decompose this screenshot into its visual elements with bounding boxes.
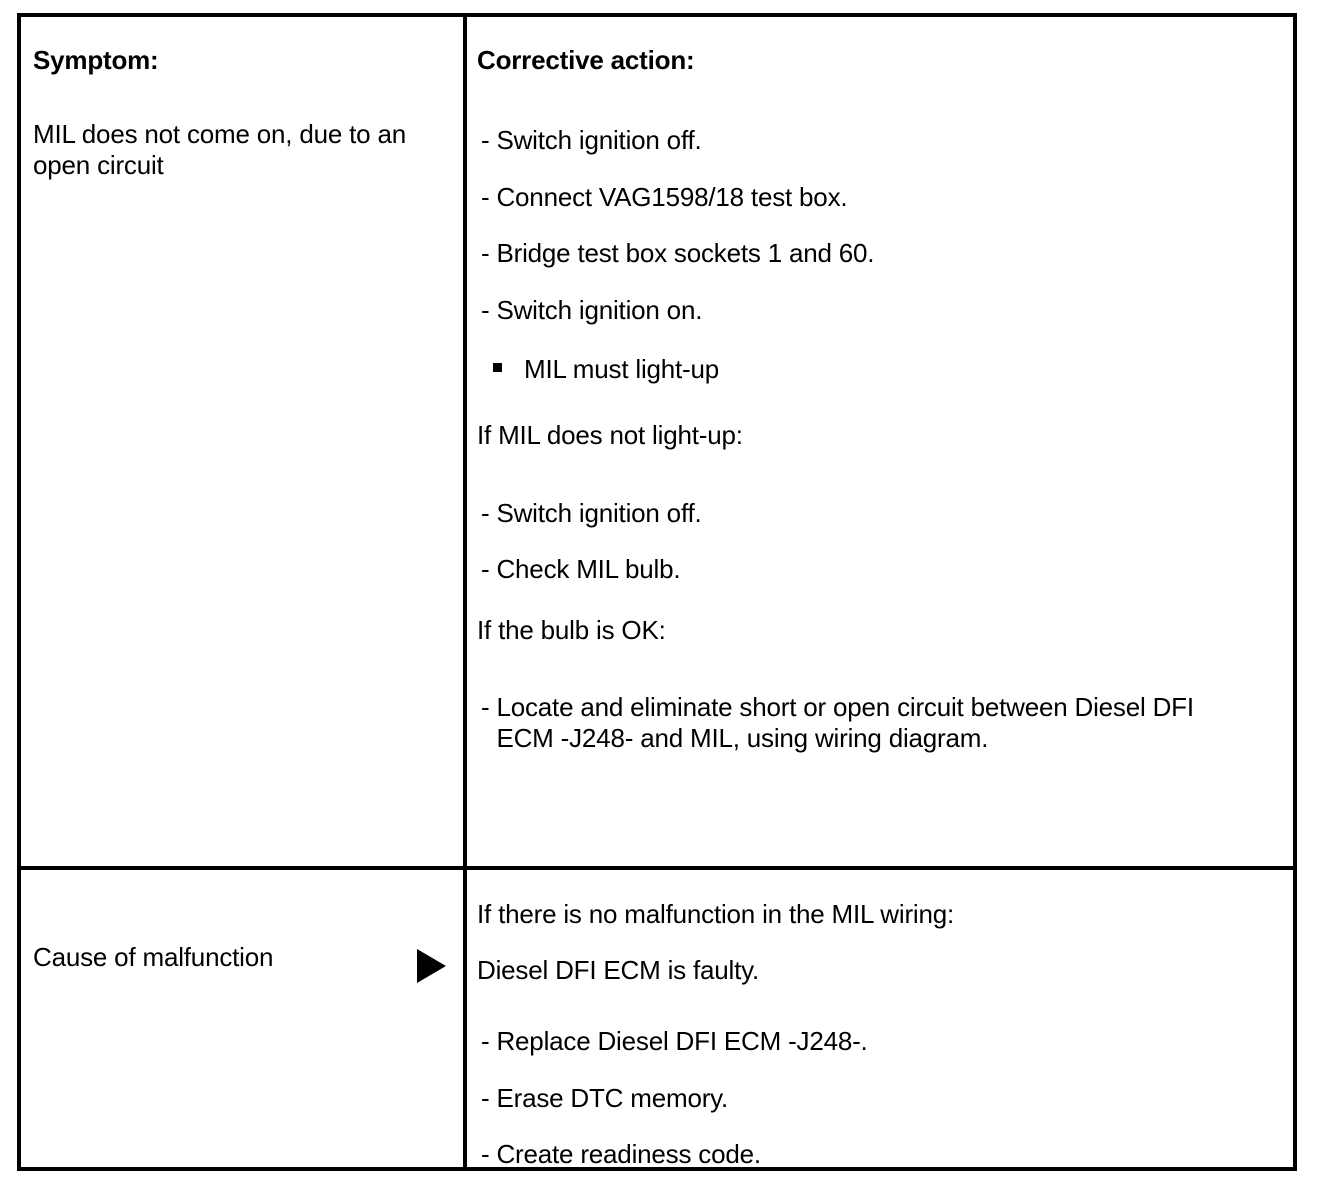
action-step-text: Connect VAG1598/18 test box. [496,182,848,212]
dash-marker: - [481,1083,490,1113]
diagnostic-table: Symptom: MIL does not come on, due to an… [17,13,1297,1171]
cause-of-malfunction-label: Cause of malfunction [33,942,274,972]
action-condition-line: If MIL does not light-up: [477,420,743,451]
action-condition-text: If the bulb is OK: [477,615,666,645]
action-bullet-item: MIL must light-up [493,354,719,385]
remedy-condition-text: If there is no malfunction in the MIL wi… [477,899,955,929]
dash-marker: - [481,295,490,325]
dash-marker: - [481,1139,490,1169]
action-step-text: Switch ignition off. [496,125,702,155]
action-step-text: Bridge test box sockets 1 and 60. [496,238,875,268]
remedy-step-text: Replace Diesel DFI ECM -J248-. [496,1026,868,1056]
table-column-divider [463,17,467,1167]
remedy-cell: If there is no malfunction in the MIL wi… [467,870,1293,1170]
dash-marker: - [481,125,490,155]
symptom-cell: Symptom: MIL does not come on, due to an… [21,17,463,866]
cause-label-row: Cause of malfunction [33,942,273,973]
remedy-step-item: - Create readiness code. [481,1139,761,1170]
dash-marker: - [481,554,490,584]
remedy-step-text: Create readiness code. [496,1139,761,1169]
action-step-item: - Check MIL bulb. [481,554,681,585]
action-step-item: - Switch ignition off. [481,498,702,529]
remedy-step-text: Erase DTC memory. [496,1083,729,1113]
cause-of-malfunction-cell: Cause of malfunction [21,870,463,1167]
action-step-item: - Bridge test box sockets 1 and 60. [481,238,875,269]
right-triangle-marker-icon [417,949,446,983]
action-step-item: - Switch ignition off. [481,125,702,156]
symptom-description: MIL does not come on, due to an open cir… [33,119,406,180]
action-step-item: - Locate and eliminate short or open cir… [481,692,1281,753]
square-bullet-icon [493,363,502,372]
corrective-action-cell: Corrective action: - Switch ignition off… [467,17,1293,866]
corrective-action-heading: Corrective action: [477,45,695,75]
table-row-divider [21,866,1293,870]
action-condition-text: If MIL does not light-up: [477,420,743,450]
remedy-step-item: - Erase DTC memory. [481,1083,728,1114]
remedy-condition-line: If there is no malfunction in the MIL wi… [477,899,954,930]
dash-marker: - [481,498,490,528]
dash-marker: - [481,1026,490,1056]
action-bullet-text: MIL must light-up [524,354,720,384]
action-step-text: Locate and eliminate short or open circu… [496,692,1194,753]
remedy-statement-text: Diesel DFI ECM is faulty. [477,955,760,985]
dash-marker: - [481,238,490,268]
dash-marker: - [481,182,490,212]
action-step-text: Check MIL bulb. [496,554,681,584]
remedy-step-item: - Replace Diesel DFI ECM -J248-. [481,1026,868,1057]
action-step-item: - Connect VAG1598/18 test box. [481,182,848,213]
action-step-text: Switch ignition off. [496,498,702,528]
remedy-statement-line: Diesel DFI ECM is faulty. [477,955,759,986]
symptom-heading: Symptom: [33,45,159,75]
action-condition-line: If the bulb is OK: [477,615,666,646]
action-step-text: Switch ignition on. [496,295,703,325]
dash-marker: - [481,692,490,722]
action-step-item: - Switch ignition on. [481,295,702,326]
